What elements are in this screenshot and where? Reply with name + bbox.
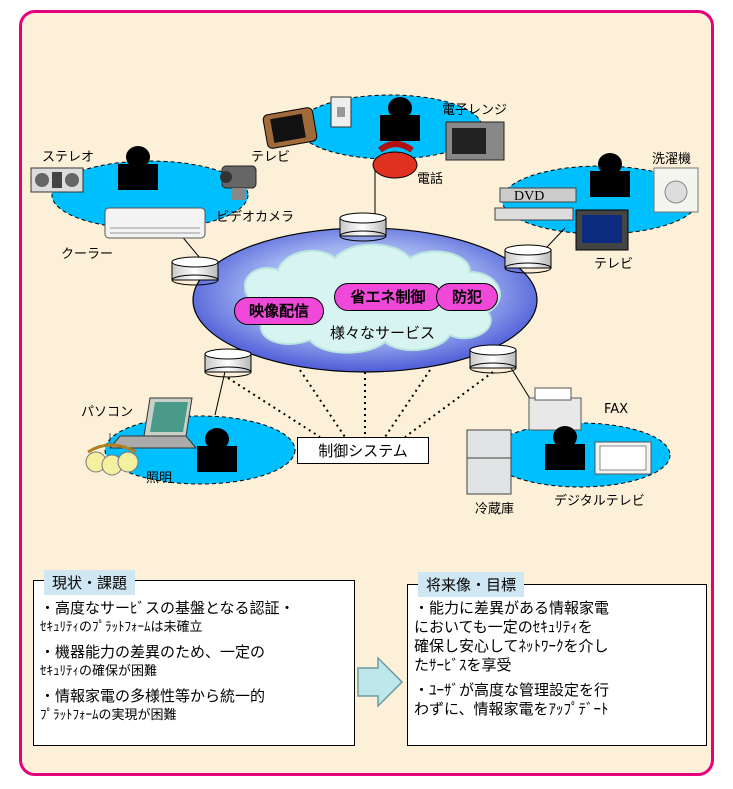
future-item-1: ・能力に差異がある情報家電	[414, 599, 610, 617]
current-item-2: ｾｷｭﾘﾃｨのﾌﾟﾗｯﾄﾌｫｰﾑは未確立	[40, 620, 203, 635]
label-tv-right: テレビ	[594, 257, 634, 272]
current-item-5: ・情報家電の多様性等から統一的	[40, 687, 266, 705]
service-security: 防犯	[436, 283, 498, 311]
stereo-icon	[30, 167, 84, 193]
future-item-5: ・ﾕｰｻﾞが高度な管理設定を行	[414, 681, 610, 699]
washer-icon	[653, 167, 699, 213]
current-issues-panel: ・高度なサーﾋﾞスの基盤となる認証・ ｾｷｭﾘﾃｨのﾌﾟﾗｯﾄﾌｫｰﾑは未確立 …	[33, 580, 355, 746]
user-bottom-right	[545, 426, 585, 476]
gateway-left	[171, 256, 219, 286]
future-item-4: たｻｰﾋﾞｽを享受	[414, 656, 512, 674]
pc-icon	[108, 397, 198, 449]
current-item-3: ・機器能力の差異のため、一定の	[40, 643, 266, 661]
label-lighting: 照明	[146, 471, 173, 486]
label-video-camera: ビデオカメラ	[216, 210, 295, 225]
future-item-3: 確保し安心してﾈｯﾄﾜｰｸを介し	[414, 637, 609, 655]
user-left	[118, 146, 158, 196]
current-item-1: ・高度なサーﾋﾞスの基盤となる認証・	[40, 599, 295, 617]
current-item-4: ｾｷｭﾘﾃｨの確保が困難	[40, 664, 158, 679]
gateway-top	[339, 212, 387, 242]
microwave-icon	[445, 121, 505, 161]
label-washer: 洗濯機	[652, 152, 692, 167]
light-icon	[85, 433, 139, 476]
future-goals-title: 将来像・目標	[418, 572, 525, 597]
video-camera-icon	[220, 165, 257, 200]
gateway-right	[504, 244, 552, 274]
label-digital-tv: デジタルテレビ	[554, 494, 645, 509]
gateway-bottom-left	[204, 348, 252, 378]
fridge-icon	[466, 429, 512, 495]
switch-icon	[330, 96, 352, 128]
phone-icon	[372, 141, 418, 179]
control-links	[227, 369, 494, 438]
service-energy: 省エネ制御	[334, 283, 442, 311]
dvd-icon	[494, 187, 577, 221]
future-item-6: わずに、情報家電をｱｯﾌﾟﾃﾞｰﾄ	[414, 700, 609, 718]
label-cooler: クーラー	[61, 247, 114, 262]
future-goals-panel: ・能力に差異がある情報家電 においても一定のｾｷｭﾘﾃｨを 確保し安心してﾈｯﾄ…	[407, 584, 707, 746]
fax-icon	[528, 387, 582, 431]
current-issues-title: 現状・課題	[44, 570, 136, 595]
current-issues-list: ・高度なサーﾋﾞスの基盤となる認証・ ｾｷｭﾘﾃｨのﾌﾟﾗｯﾄﾌｫｰﾑは未確立 …	[40, 599, 350, 725]
label-fridge: 冷蔵庫	[475, 502, 515, 517]
service-various: 様々なサービス	[330, 324, 436, 342]
current-item-6: ﾌﾟﾗｯﾄﾌｫｰﾑの実現が困難	[40, 708, 177, 723]
cooler-icon	[104, 207, 206, 239]
label-tv-top: テレビ	[251, 150, 291, 165]
digital-tv-icon	[594, 441, 652, 475]
future-goals-list: ・能力に差異がある情報家電 においても一定のｾｷｭﾘﾃｨを 確保し安心してﾈｯﾄ…	[414, 599, 702, 719]
label-dvd: DVD	[514, 189, 545, 204]
control-system: 制御システム	[297, 437, 429, 464]
tv-right-icon	[575, 209, 629, 251]
label-phone: 電話	[417, 172, 444, 187]
label-pc: パソコン	[81, 405, 134, 420]
label-stereo: ステレオ	[42, 150, 95, 165]
label-microwave: 電子レンジ	[442, 103, 508, 118]
user-top	[380, 97, 420, 147]
gateway-bottom-right	[469, 344, 517, 374]
label-fax: FAX	[604, 402, 629, 417]
service-video: 映像配信	[234, 297, 324, 325]
user-bottom-left	[197, 428, 237, 478]
progress-arrow	[357, 656, 404, 708]
future-item-2: においても一定のｾｷｭﾘﾃｨを	[414, 618, 593, 636]
tv-top-icon	[262, 107, 318, 149]
user-right	[590, 153, 630, 203]
